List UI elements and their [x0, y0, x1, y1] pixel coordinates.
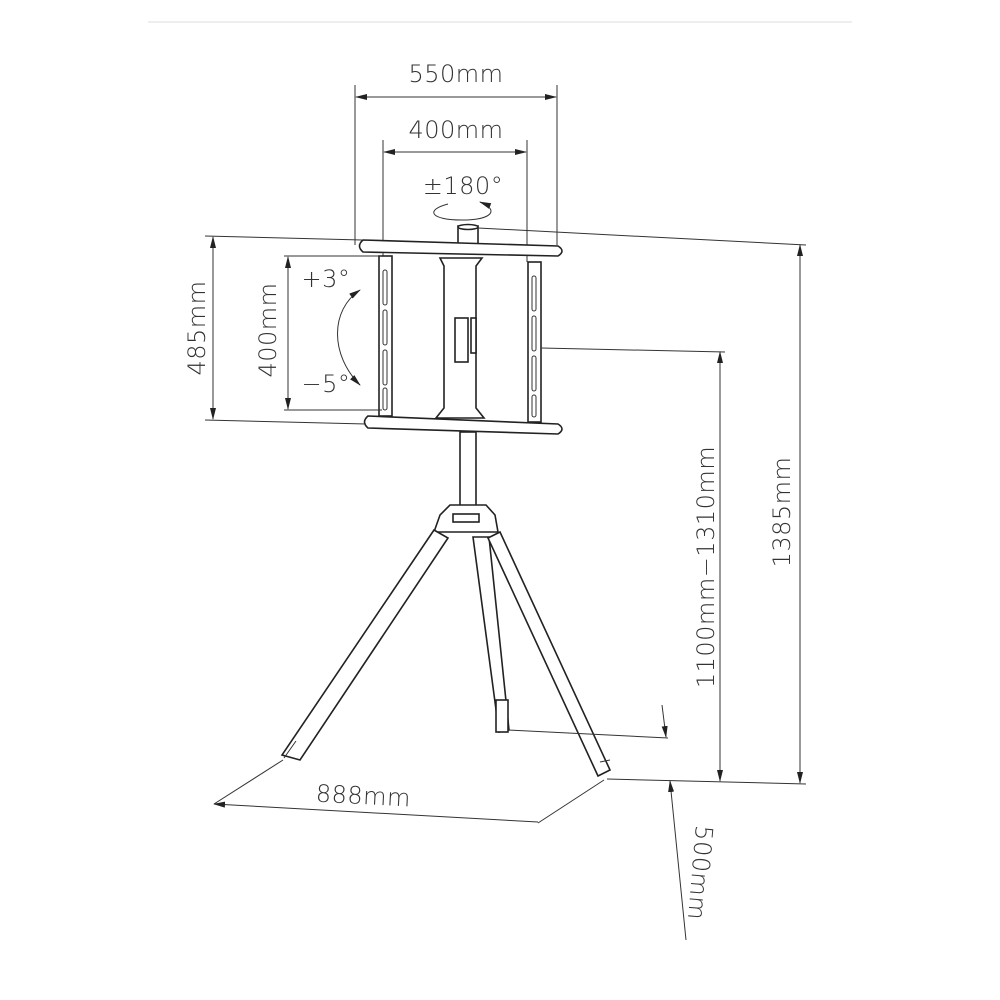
height-1385-dimension: 1385mm [477, 227, 807, 785]
rotate-arrow-icon [433, 201, 492, 221]
tripod [280, 431, 612, 778]
height-485-dimension: 485mm [183, 235, 367, 425]
width-400-dimension: 400mm [382, 116, 528, 262]
tilt-indicator: +3° −5° [302, 265, 361, 398]
mount-head [358, 223, 563, 435]
tilt-arrow-icon [337, 289, 361, 386]
width-550-dimension: 550mm [354, 60, 558, 245]
height-400-label: 400mm [254, 282, 282, 377]
base-width-888-dimension: 888mm [213, 759, 605, 824]
tilt-up-label: +3° [302, 265, 351, 293]
tilt-down-label: −5° [302, 370, 351, 398]
height-485-label: 485mm [183, 280, 211, 375]
height-1385-label: 1385mm [768, 457, 796, 568]
width-550-label: 550mm [408, 60, 503, 88]
height-1100-1310-label: 1100mm−1310mm [692, 446, 720, 688]
width-400-label: 400mm [408, 116, 503, 144]
base-depth-500-label: 500mm [682, 824, 718, 921]
base-width-888-label: 888mm [315, 780, 411, 813]
swivel-indicator: ±180° [423, 172, 503, 221]
swivel-label: ±180° [423, 172, 503, 200]
height-1100-1310-dimension: 1100mm−1310mm [540, 347, 726, 782]
height-400-dimension: 400mm [254, 255, 382, 411]
